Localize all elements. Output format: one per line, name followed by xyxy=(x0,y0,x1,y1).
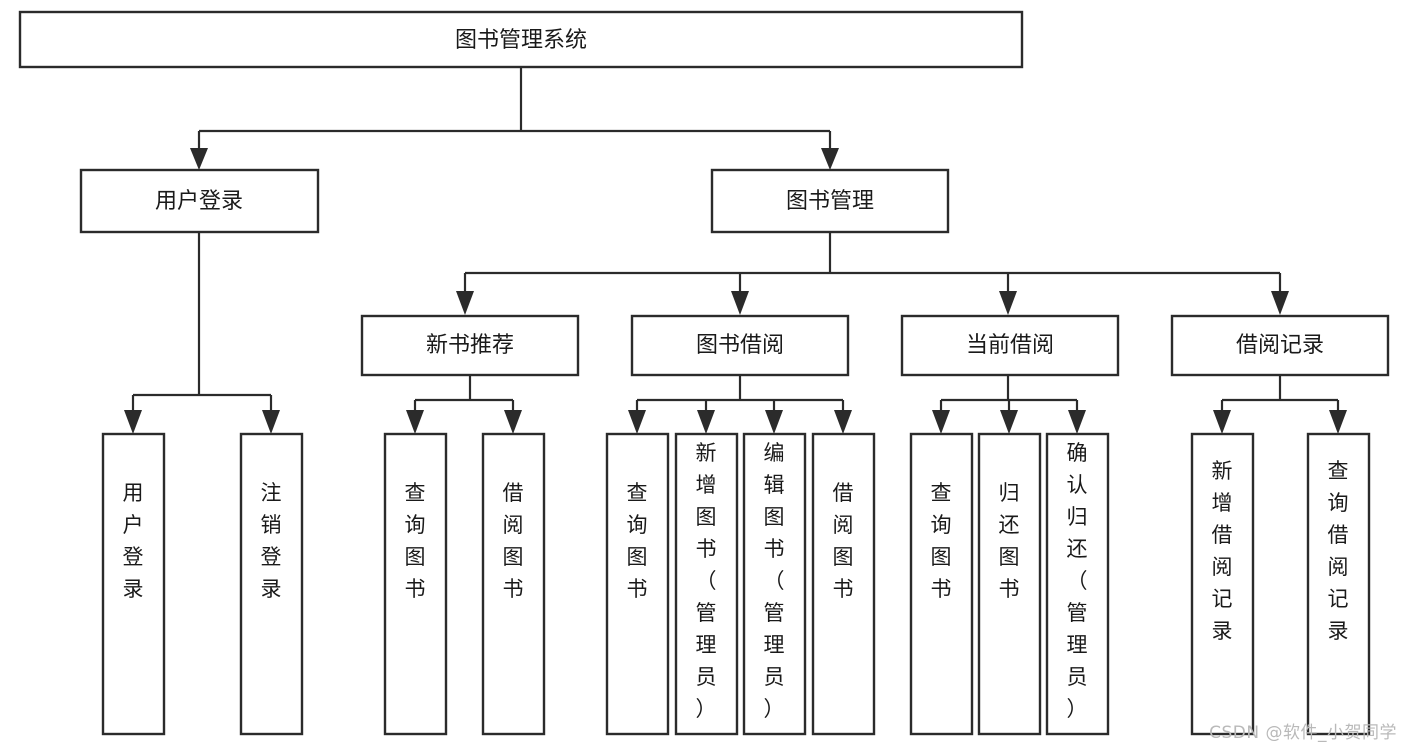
arrowhead-user-login xyxy=(190,148,208,170)
arrowhead-leaf-return-book xyxy=(1000,410,1018,434)
leaf-edit-book[interactable]: 编辑图书（管理员） xyxy=(742,432,807,736)
arrowhead-new-book-recommend xyxy=(456,291,474,315)
node-book-management[interactable]: 图书管理 xyxy=(710,168,950,234)
leaf-query-book-2[interactable]: 查询图书 xyxy=(605,432,670,736)
arrowhead-borrow-record xyxy=(1271,291,1289,315)
node-new-book-recommend[interactable]: 新书推荐 xyxy=(360,314,580,377)
arrowhead-current-borrow xyxy=(999,291,1017,315)
arrowhead-leaf-query-book-1 xyxy=(406,410,424,434)
node-current-borrow-box[interactable] xyxy=(900,314,1120,377)
node-root[interactable]: 图书管理系统 xyxy=(18,10,1024,69)
connector-group xyxy=(124,67,1347,434)
leaf-query-book-3-label: 查询图书 xyxy=(931,481,952,601)
node-root-label: 图书管理系统 xyxy=(455,28,587,53)
leaf-logout[interactable]: 注销登录 xyxy=(239,432,304,736)
node-borrow-record-box[interactable] xyxy=(1170,314,1390,377)
leaf-return-book-label: 归还图书 xyxy=(999,481,1020,601)
node-borrow-record-label: 借阅记录 xyxy=(1236,333,1324,358)
arrowhead-leaf-add-record xyxy=(1213,410,1231,434)
leaf-return-book[interactable]: 归还图书 xyxy=(977,432,1042,736)
leaf-query-book-2-label: 查询图书 xyxy=(627,481,648,601)
leaf-user-login-box[interactable] xyxy=(101,432,166,736)
arrowhead-leaf-confirm-return xyxy=(1068,410,1086,434)
leaf-user-login[interactable]: 用户登录 xyxy=(101,432,166,736)
leaf-query-book-3-box[interactable] xyxy=(909,432,974,736)
arrowhead-leaf-edit-book xyxy=(765,410,783,434)
node-root-box[interactable] xyxy=(18,10,1024,69)
leaf-return-book-box[interactable] xyxy=(977,432,1042,736)
arrowhead-book-management xyxy=(821,148,839,170)
leaf-edit-book-label: 编辑图书（管理员） xyxy=(764,441,785,721)
node-user-login-box[interactable] xyxy=(79,168,320,234)
leaf-add-book[interactable]: 新增图书（管理员） xyxy=(674,432,739,736)
leaf-confirm-return[interactable]: 确认归还（管理员） xyxy=(1045,432,1110,736)
leaf-add-book-box[interactable] xyxy=(674,432,739,736)
leaf-borrow-book-1[interactable]: 借阅图书 xyxy=(481,432,546,736)
arrowhead-leaf-borrow-book-2 xyxy=(834,410,852,434)
node-current-borrow[interactable]: 当前借阅 xyxy=(900,314,1120,377)
leaf-query-book-1[interactable]: 查询图书 xyxy=(383,432,448,736)
leaf-add-record-box[interactable] xyxy=(1190,432,1255,736)
leaf-logout-label: 注销登录 xyxy=(261,481,282,601)
arrowhead-leaf-query-book-2 xyxy=(628,410,646,434)
leaf-query-book-1-box[interactable] xyxy=(383,432,448,736)
leaf-add-book-label: 新增图书（管理员） xyxy=(696,441,717,721)
leaf-user-login-label: 用户登录 xyxy=(123,481,144,601)
leaf-borrow-book-2[interactable]: 借阅图书 xyxy=(811,432,876,736)
node-book-borrow-box[interactable] xyxy=(630,314,850,377)
leaf-confirm-return-box[interactable] xyxy=(1045,432,1110,736)
node-current-borrow-label: 当前借阅 xyxy=(966,333,1054,358)
leaf-query-record[interactable]: 查询借阅记录 xyxy=(1306,432,1371,736)
node-user-login[interactable]: 用户登录 xyxy=(79,168,320,234)
leaf-confirm-return-label: 确认归还（管理员） xyxy=(1067,441,1088,721)
arrowhead-leaf-borrow-book-1 xyxy=(504,410,522,434)
leaf-borrow-book-1-label: 借阅图书 xyxy=(503,481,524,601)
arrowhead-leaf-query-record xyxy=(1329,410,1347,434)
leaf-query-book-2-box[interactable] xyxy=(605,432,670,736)
arrowhead-leaf-logout xyxy=(262,410,280,434)
arrowhead-leaf-query-book-3 xyxy=(932,410,950,434)
arrowhead-leaf-user-login xyxy=(124,410,142,434)
csdn-watermark: CSDN @软件_小贺同学 xyxy=(1209,723,1397,743)
leaf-query-book-3[interactable]: 查询图书 xyxy=(909,432,974,736)
arrowhead-leaf-add-book xyxy=(697,410,715,434)
node-book-management-box[interactable] xyxy=(710,168,950,234)
node-user-login-label: 用户登录 xyxy=(155,189,243,214)
leaf-borrow-book-1-box[interactable] xyxy=(481,432,546,736)
node-new-book-recommend-label: 新书推荐 xyxy=(426,333,514,358)
node-book-borrow-label: 图书借阅 xyxy=(696,333,784,358)
leaf-borrow-book-2-box[interactable] xyxy=(811,432,876,736)
leaf-edit-book-box[interactable] xyxy=(742,432,807,736)
node-book-management-label: 图书管理 xyxy=(786,189,874,214)
leaf-query-book-1-label: 查询图书 xyxy=(405,481,426,601)
node-borrow-record[interactable]: 借阅记录 xyxy=(1170,314,1390,377)
arrowhead-book-borrow xyxy=(731,291,749,315)
leaf-logout-box[interactable] xyxy=(239,432,304,736)
leaf-query-record-box[interactable] xyxy=(1306,432,1371,736)
leaf-query-record-label: 查询借阅记录 xyxy=(1328,459,1349,643)
leaf-add-record-label: 新增借阅记录 xyxy=(1212,459,1233,643)
leaf-add-record[interactable]: 新增借阅记录 xyxy=(1190,432,1255,736)
node-book-borrow[interactable]: 图书借阅 xyxy=(630,314,850,377)
node-new-book-recommend-box[interactable] xyxy=(360,314,580,377)
leaf-borrow-book-2-label: 借阅图书 xyxy=(833,481,854,601)
